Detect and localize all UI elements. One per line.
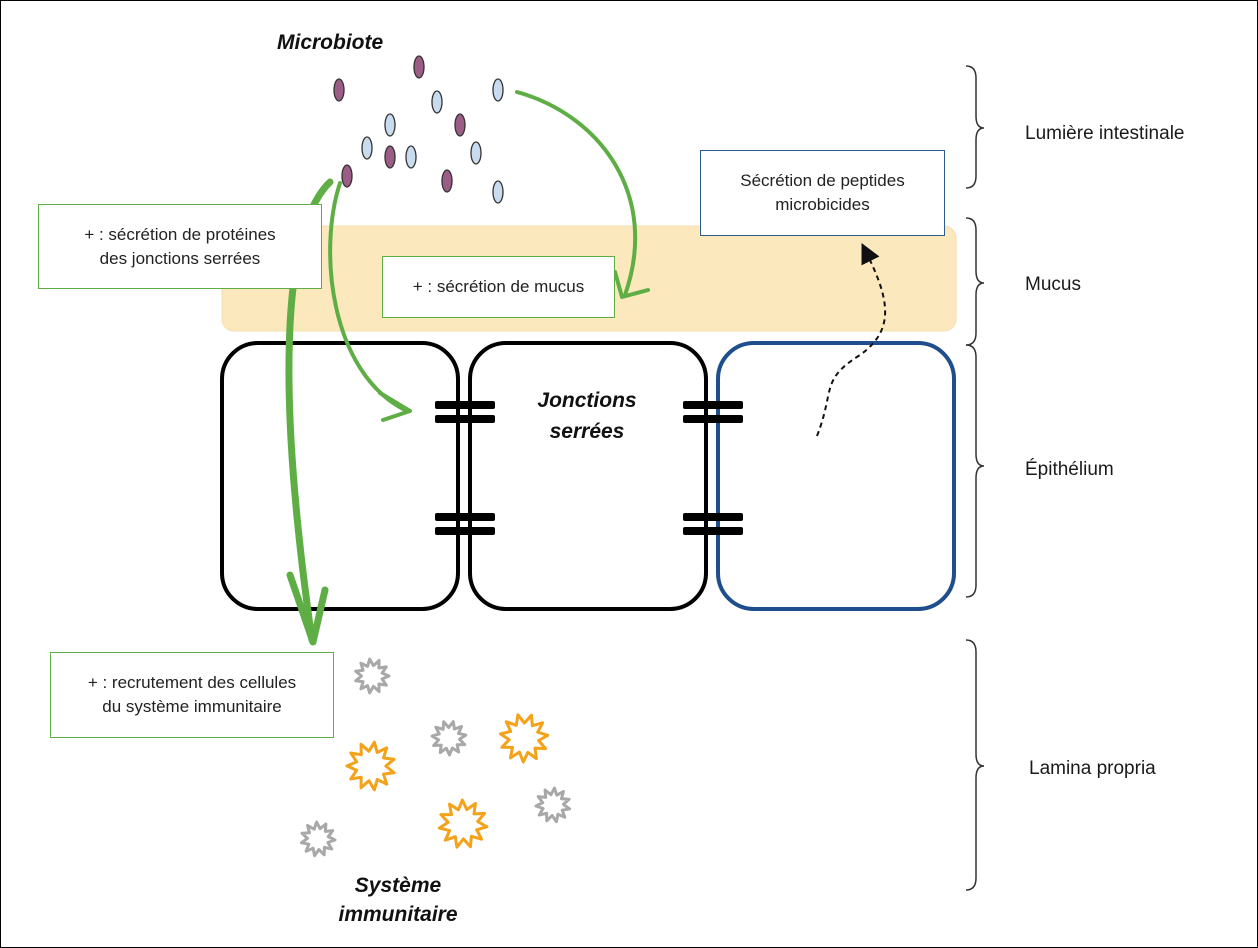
immune-cells — [299, 657, 572, 858]
title-microbiote: Microbiote — [277, 31, 383, 54]
tight-junctions — [435, 401, 743, 535]
immune-cell-orange — [437, 798, 489, 849]
green-arrows — [285, 90, 650, 646]
arrow-to-junctions-head — [378, 391, 412, 422]
microbiota-bacteria — [333, 55, 504, 204]
brace-lumiere — [965, 65, 985, 189]
title-jonctions-1: Jonctions — [537, 389, 636, 412]
immune-cell-orange — [498, 713, 550, 764]
layer-label-mucus: Mucus — [1025, 274, 1081, 295]
epithelial-cell-middle — [468, 341, 708, 611]
layer-label-lumiere: Lumière intestinale — [1025, 123, 1184, 144]
arrow-to-lamina — [285, 178, 334, 644]
brace-epithelium — [965, 344, 985, 598]
immune-cell-grey — [354, 657, 391, 695]
box-secretion-mucus: + : sécrétion de mucus — [382, 256, 615, 318]
layer-label-epithelium: Épithélium — [1025, 459, 1114, 480]
title-systeme-1: Système — [355, 874, 442, 897]
immune-cell-orange — [345, 740, 396, 792]
brace-mucus — [965, 217, 985, 346]
immune-cell-grey — [299, 820, 337, 858]
immune-cell-grey — [430, 720, 468, 757]
epithelial-cell-secretory — [716, 341, 956, 611]
immune-cell-grey — [534, 786, 572, 824]
arrow-to-mucus-head — [613, 270, 650, 299]
epithelial-cell-left — [220, 341, 460, 611]
brace-lamina — [965, 639, 985, 891]
title-systeme-2: immunitaire — [338, 903, 457, 926]
title-jonctions-2: serrées — [550, 420, 625, 443]
arrow-to-mucus — [515, 90, 638, 297]
layer-label-lamina: Lamina propria — [1029, 758, 1156, 779]
arrow-to-lamina-head — [286, 571, 329, 646]
layer-braces — [965, 65, 985, 891]
